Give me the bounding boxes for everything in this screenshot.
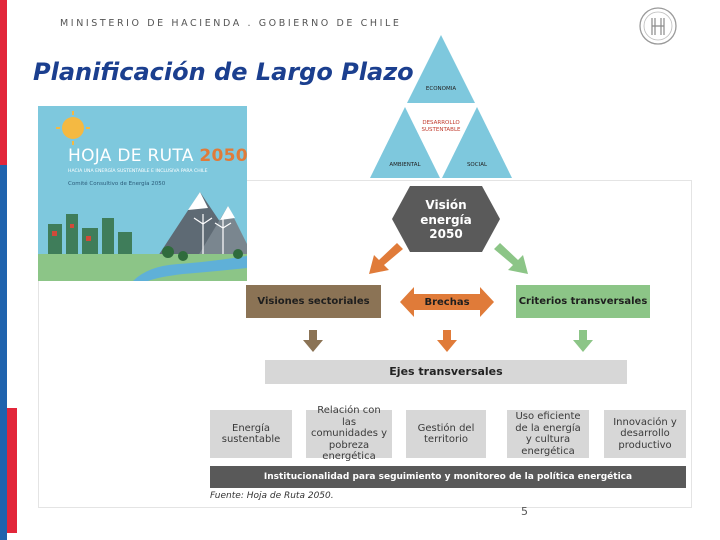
arrow-down-gaps <box>437 330 457 352</box>
left-accent-blue <box>0 165 7 540</box>
pillar-box: Gestión del territorio <box>406 410 486 458</box>
left-accent-red-bottom <box>7 408 17 533</box>
triangle-label-ambiental: AMBIENTAL <box>389 162 421 168</box>
pillar-box: Innovación y desarrollo productivo <box>604 410 686 458</box>
cover-committee: Comité Consultivo de Energía 2050 <box>68 181 166 187</box>
arrow-down-sectoral <box>303 330 323 352</box>
triangle-top-economia <box>407 35 475 103</box>
triangle-label-economia: ECONOMIA <box>426 86 456 92</box>
ministry-header: MINISTERIO DE HACIENDA . GOBIERNO DE CHI… <box>60 18 402 29</box>
left-accent-red-top <box>0 0 7 165</box>
institutional-bar: Institucionalidad para seguimiento y mon… <box>210 466 686 488</box>
government-seal-logo <box>639 7 677 45</box>
arrow-diagonal-left <box>369 243 403 274</box>
pillar-box: Energía sustentable <box>210 410 292 458</box>
transversal-axes-bar: Ejes transversales <box>265 360 627 384</box>
vision-hexagon <box>392 186 500 252</box>
triangle-label-desarrollo: DESARROLLO <box>422 120 460 126</box>
sun-icon <box>62 117 84 139</box>
source-note: Fuente: Hoja de Ruta 2050. <box>210 491 334 501</box>
pillar-box: Relación con las comunidades y pobreza e… <box>306 405 392 462</box>
triangle-label-sustentable: SUSTENTABLE <box>422 127 461 133</box>
cover-image: HOJA DE RUTA 2050 HACIA UNA ENERGÍA SUST… <box>38 106 247 281</box>
cover-subtitle: HACIA UNA ENERGÍA SUSTENTABLE E INCLUSIV… <box>68 169 208 174</box>
arrow-down-criteria <box>573 330 593 352</box>
triangle-left-ambiental <box>370 107 440 178</box>
pillar-box: Uso eficiente de la energía y cultura en… <box>507 410 589 458</box>
cover-title-year: 2050 <box>199 146 247 166</box>
triangle-center <box>407 106 475 176</box>
cover-title: HOJA DE RUTA 2050 <box>68 146 247 166</box>
gaps-double-arrow <box>400 287 494 317</box>
triangle-right-social <box>442 107 512 178</box>
vision-label: Visión energía 2050 <box>420 198 472 242</box>
gaps-label: Brechas <box>424 296 470 308</box>
transversal-criteria-box: Criterios transversales <box>516 285 650 318</box>
page-title: Planificación de Largo Plazo <box>33 58 414 86</box>
cover-title-prefix: HOJA DE RUTA <box>68 146 200 166</box>
page-number: 5 <box>521 505 528 518</box>
sustainability-triangle: ECONOMIA DESARROLLO SUSTENTABLE AMBIENTA… <box>370 35 512 178</box>
arrow-diagonal-right <box>494 243 528 274</box>
triangle-label-social: SOCIAL <box>467 162 488 168</box>
cover-illustration <box>38 111 247 281</box>
sectoral-visions-box: Visiones sectoriales <box>246 285 381 318</box>
